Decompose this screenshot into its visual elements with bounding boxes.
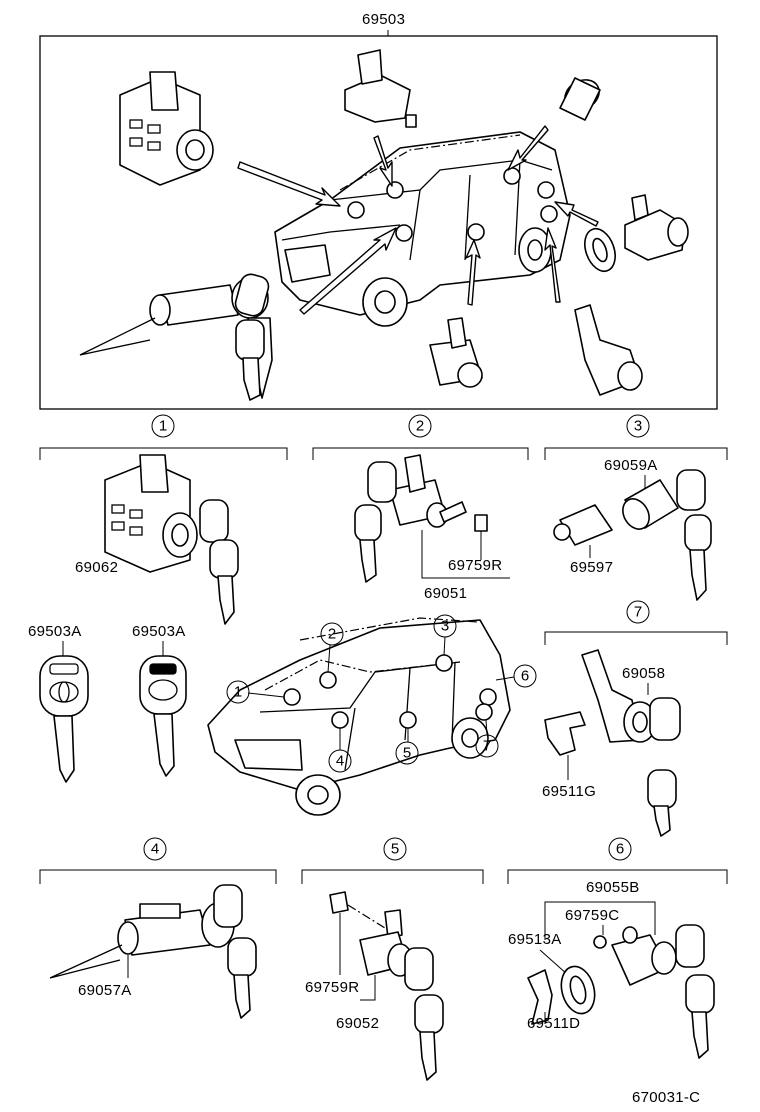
master-key xyxy=(39,655,89,783)
section-7-number: 7 xyxy=(634,604,642,621)
part-69759R-b: 69759R xyxy=(305,979,359,996)
top-ignition-housing xyxy=(119,71,214,186)
assembly-frame xyxy=(39,35,718,410)
key-cylinder-marker xyxy=(540,205,558,223)
assembly-label: 69503 xyxy=(362,11,405,28)
part-69059A: 69059A xyxy=(604,457,658,474)
part-69503A-a: 69503A xyxy=(28,623,82,640)
part-69513A: 69513A xyxy=(508,931,562,948)
section-6-bracket xyxy=(507,869,728,884)
section-6-keys xyxy=(675,924,715,1059)
callout-dot xyxy=(319,671,337,689)
ignition-switch-housing xyxy=(104,454,198,573)
section-7-bracket xyxy=(544,631,728,645)
glove-box-lock-sleeve xyxy=(622,479,679,530)
s6-bracket-leader xyxy=(544,901,656,940)
sub-key xyxy=(139,655,187,777)
part-69511G: 69511G xyxy=(542,783,596,800)
part-69511D: 69511D xyxy=(527,1015,580,1032)
door-lock-cylinder-side xyxy=(329,891,413,977)
key-cylinder-marker xyxy=(467,223,485,241)
glass-hatch-lock-cylinder xyxy=(593,926,677,986)
section-1-marker xyxy=(151,414,175,438)
section-3-keys xyxy=(676,469,712,601)
top-rear-door-lock xyxy=(574,304,643,396)
section-4-marker xyxy=(143,837,167,861)
vehicle-callout-1: 1 xyxy=(234,684,242,701)
figure-code: 670031-C xyxy=(632,1089,700,1106)
retainer-clip-g xyxy=(544,711,586,756)
section-5-keys xyxy=(404,947,444,1081)
section-5-bracket xyxy=(301,869,484,884)
door-lock-cylinder-front xyxy=(389,454,488,532)
vehicle-callout-6: 6 xyxy=(521,668,529,685)
vehicle-callout-5: 5 xyxy=(403,745,411,762)
part-69057A: 69057A xyxy=(78,982,132,999)
top-keys xyxy=(234,273,273,401)
glove-box-lock-cylinder xyxy=(553,504,613,558)
top-back-door-lock xyxy=(624,194,689,261)
section-2-leader xyxy=(421,530,510,579)
vehicle-callouts: 1 2 3 4 5 6 7 xyxy=(226,614,537,773)
key-cylinder-marker xyxy=(537,181,555,199)
top-door-lock-front xyxy=(344,49,417,128)
section-3-bracket xyxy=(544,447,728,460)
callout-dot xyxy=(475,703,493,721)
vehicle-callout-7: 7 xyxy=(483,738,491,755)
section-1-keys xyxy=(199,499,239,625)
section-3-number: 3 xyxy=(634,418,642,435)
key-cylinder-marker xyxy=(386,181,404,199)
retainer-clip-d xyxy=(527,969,553,1025)
callout-dot xyxy=(399,711,417,729)
section-3-marker xyxy=(626,414,650,438)
s5-leader-b xyxy=(360,975,376,1001)
vehicle-callout-3: 3 xyxy=(441,618,449,635)
section-4-bracket xyxy=(39,869,277,884)
top-ring-part xyxy=(584,227,616,273)
section-7-keys xyxy=(647,697,681,837)
s6-leader-c xyxy=(539,949,569,976)
callout-dot xyxy=(283,688,301,706)
part-69051: 69051 xyxy=(424,585,467,602)
lock-ring xyxy=(560,965,596,1015)
vehicle-callout-4: 4 xyxy=(336,753,344,770)
back-door-lock-cylinder xyxy=(581,649,657,743)
key-cylinder-marker xyxy=(503,167,521,185)
vehicle-callout-2: 2 xyxy=(328,626,336,643)
callout-dot xyxy=(331,711,349,729)
center-vehicle-illustration xyxy=(207,617,511,816)
section-1-bracket xyxy=(39,447,288,460)
section-7-marker xyxy=(626,600,650,624)
part-69052: 69052 xyxy=(336,1015,379,1032)
callout-dot xyxy=(479,688,497,706)
section-5-number: 5 xyxy=(391,841,399,858)
part-69503A-b: 69503A xyxy=(132,623,186,640)
section-6-number: 6 xyxy=(616,841,624,858)
section-6-marker xyxy=(608,837,632,861)
ignition-lock-cylinder xyxy=(49,902,235,979)
key-cylinder-marker xyxy=(347,201,365,219)
section-2-number: 2 xyxy=(416,418,424,435)
section-4-number: 4 xyxy=(151,841,159,858)
section-1-number: 1 xyxy=(159,418,167,435)
callout-dot xyxy=(435,654,453,672)
part-69062: 69062 xyxy=(75,559,118,576)
top-side-door-lock xyxy=(429,317,483,388)
section-5-marker xyxy=(383,837,407,861)
section-2-bracket xyxy=(312,447,529,460)
section-2-marker xyxy=(408,414,432,438)
top-glove-cylinder xyxy=(559,77,601,121)
key-cylinder-marker xyxy=(395,224,413,242)
part-69759C: 69759C xyxy=(565,907,619,924)
part-69055B: 69055B xyxy=(586,879,640,896)
section-2-keys xyxy=(354,461,397,583)
section-4-keys xyxy=(213,884,257,1019)
top-pointer-arrows xyxy=(237,125,599,315)
part-69058: 69058 xyxy=(622,665,665,682)
part-69597: 69597 xyxy=(570,559,613,576)
part-69759R: 69759R xyxy=(448,557,502,574)
